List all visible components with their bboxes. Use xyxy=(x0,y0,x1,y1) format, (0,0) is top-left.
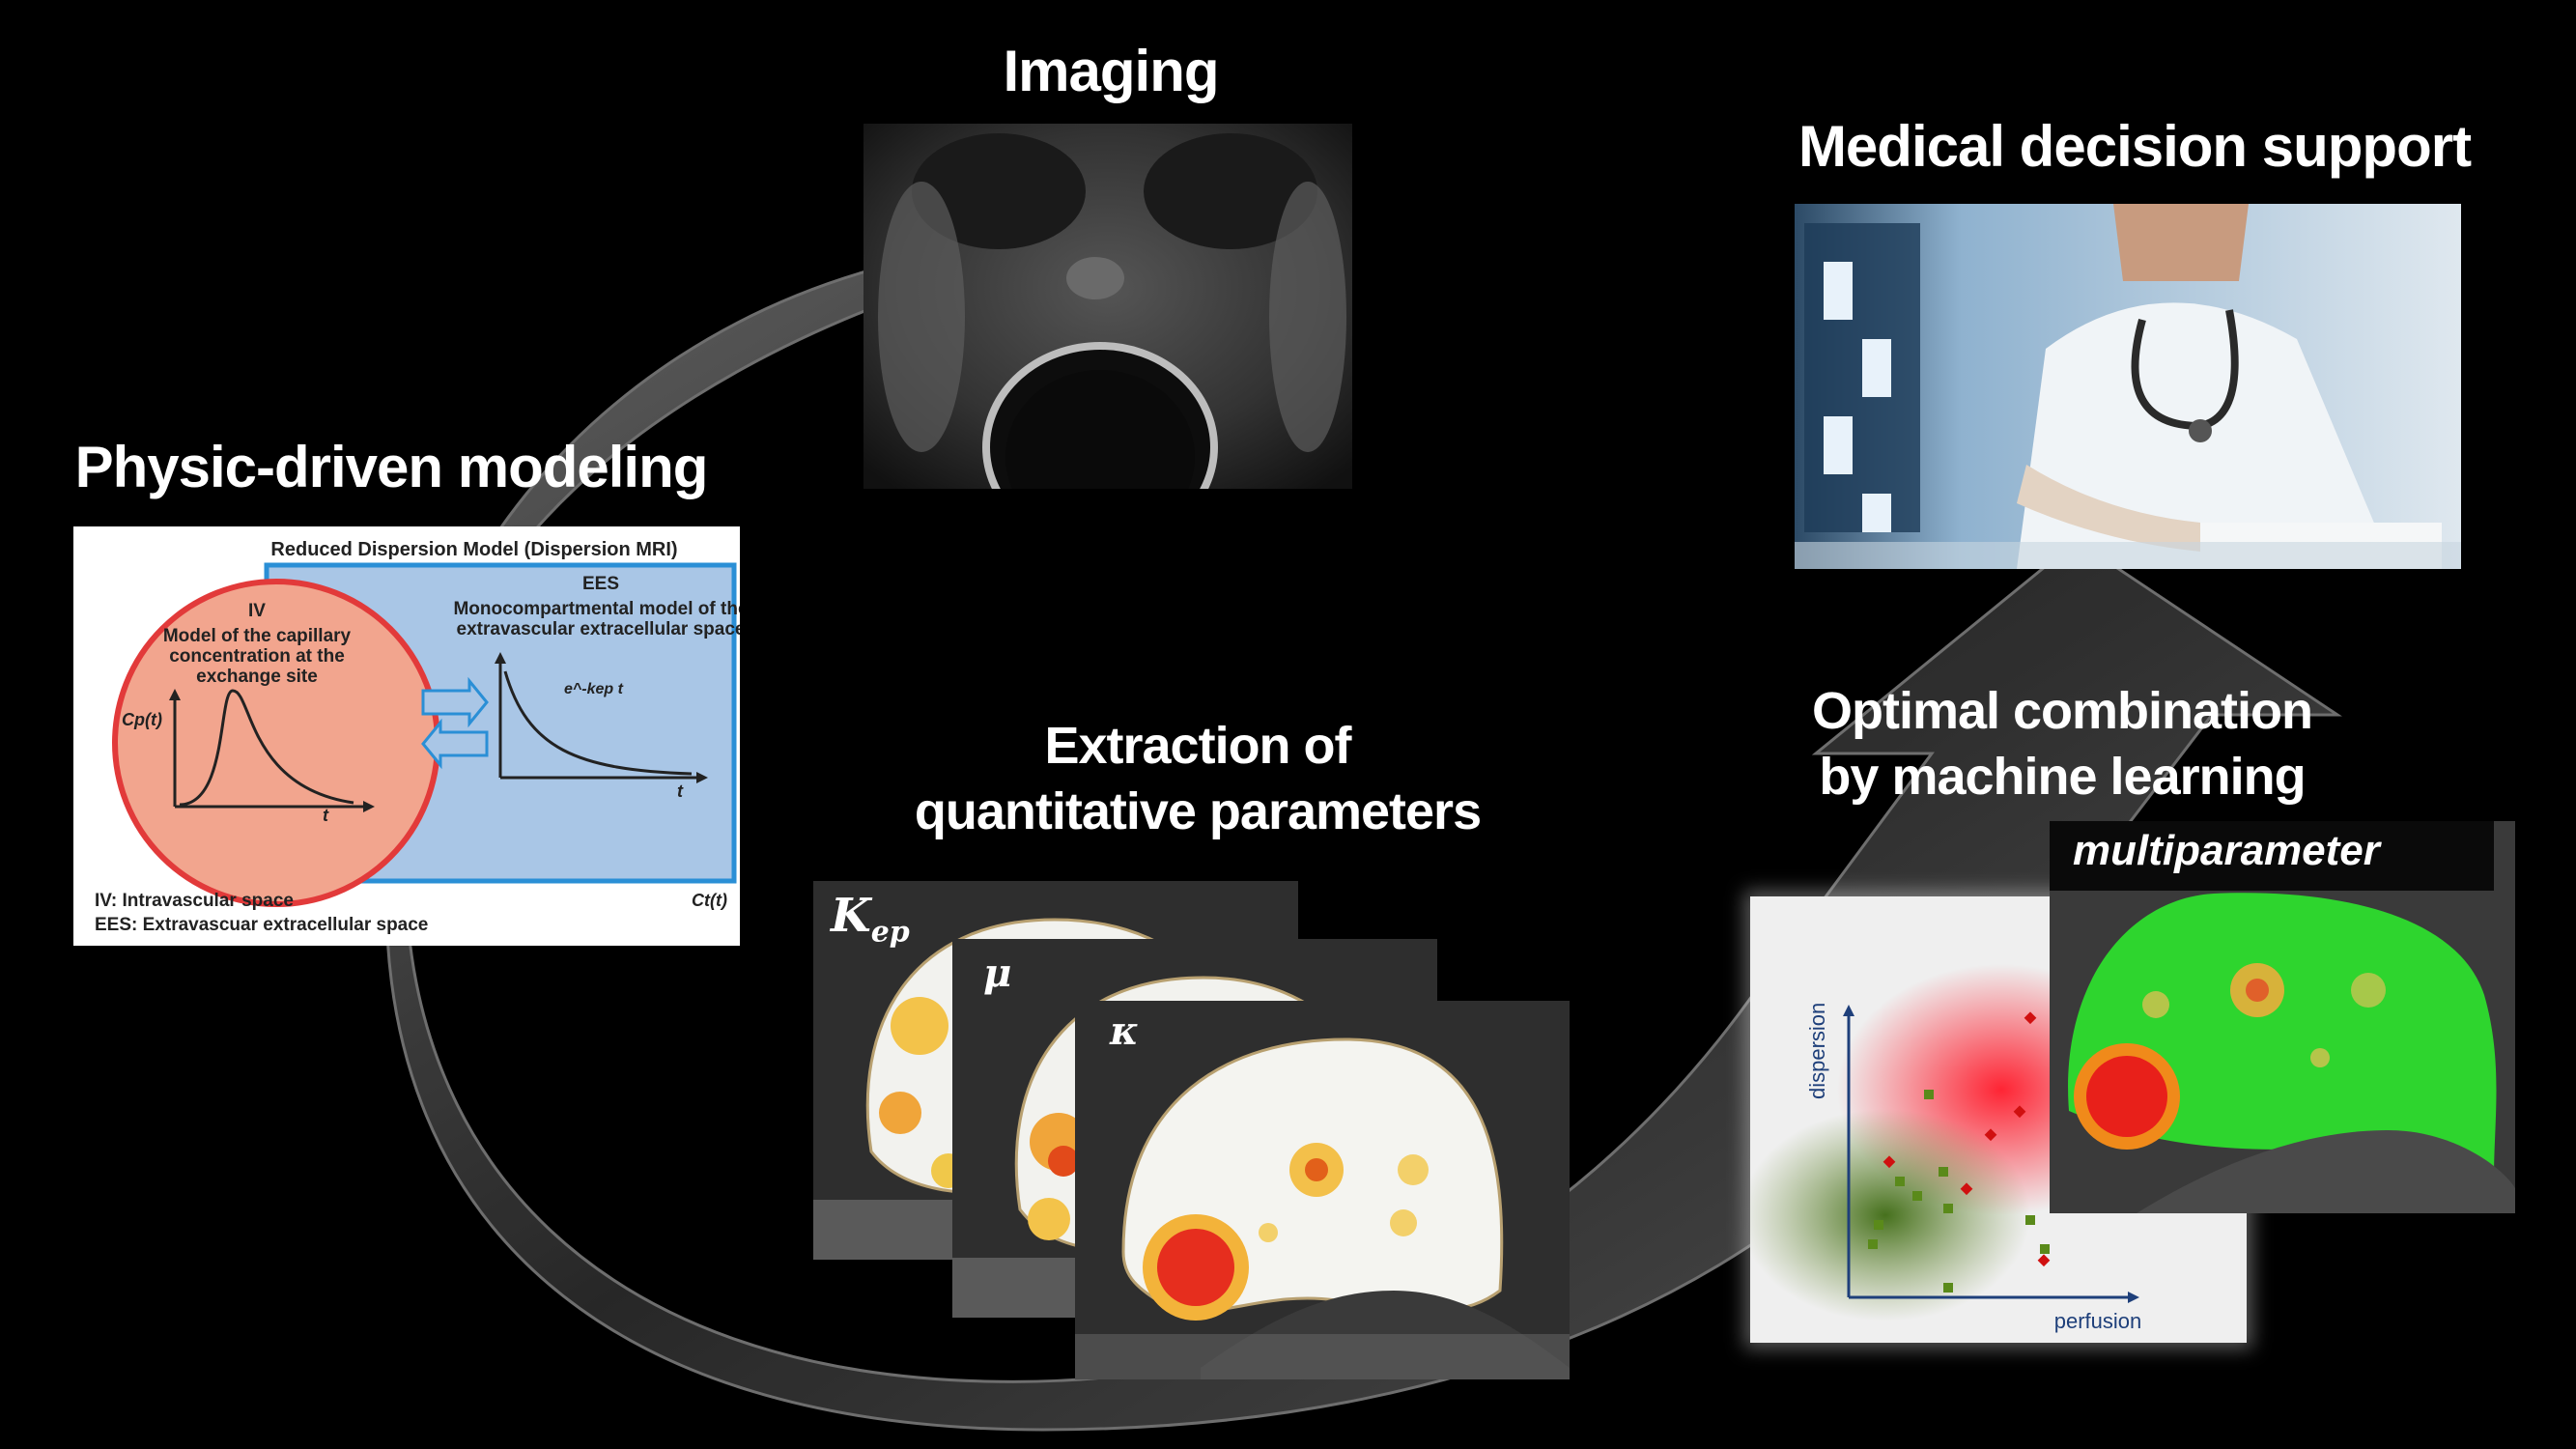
optimal-title-line1: Optimal combination xyxy=(1811,682,2313,740)
model-header: Reduced Dispersion Model (Dispersion MRI… xyxy=(270,539,677,560)
imaging-title: Imaging xyxy=(1003,39,1219,103)
iv-axis-t: t xyxy=(323,806,329,825)
kappa-label: κ xyxy=(1110,1009,1139,1054)
parameter-map-kappa: κ xyxy=(1075,1001,1570,1379)
ees-desc-2: extravascular extracellular space xyxy=(457,619,740,639)
ct-label: Ct(t) xyxy=(692,891,727,910)
optimal-title-line2: by machine learning xyxy=(1819,748,2306,806)
legend-ees: EES: Extravascuar extracellular space xyxy=(95,915,428,935)
ees-axis-t: t xyxy=(677,781,684,801)
red-points xyxy=(1882,1011,2051,1267)
ees-curve-label: e^-kep t xyxy=(564,681,624,697)
model-svg: Reduced Dispersion Model (Dispersion MRI… xyxy=(95,539,740,935)
iv-title: IV xyxy=(248,601,266,621)
cp-label: Cp(t) xyxy=(122,710,162,729)
green-cluster xyxy=(1750,1109,2030,1321)
exchange-arrow-left xyxy=(421,718,489,770)
iv-desc-3: exchange site xyxy=(196,667,318,687)
decision-title: Medical decision support xyxy=(1798,114,2472,179)
kep-label: Kep xyxy=(831,889,910,950)
legend-iv: IV: Intravascular space xyxy=(95,891,294,911)
green-points xyxy=(1868,1090,2050,1293)
dispersion-model-diagram: Reduced Dispersion Model (Dispersion MRI… xyxy=(73,526,740,946)
mu-label: μ xyxy=(983,951,1012,996)
modeling-title: Physic-driven modeling xyxy=(74,435,709,499)
extraction-title: Extraction of quantitative parameters xyxy=(908,713,1487,844)
extraction-title-line1: Extraction of xyxy=(1044,717,1351,775)
ees-desc-1: Monocompartmental model of the xyxy=(453,599,740,619)
optimal-title: Optimal combination by machine learning xyxy=(1777,678,2347,810)
exchange-arrow-right xyxy=(421,676,489,728)
y-axis-label: dispersion xyxy=(1805,1003,1829,1099)
extraction-title-line2: quantitative parameters xyxy=(914,782,1482,840)
multiparameter-map: multiparameter xyxy=(2050,821,2515,1213)
multiparameter-label: multiparameter xyxy=(2073,827,2380,874)
x-axis-label: perfusion xyxy=(2054,1309,2142,1333)
iv-desc-2: concentration at the xyxy=(169,646,345,667)
mri-image xyxy=(863,124,1352,489)
ees-title: EES xyxy=(582,574,619,594)
doctor-photo xyxy=(1795,204,2461,569)
iv-desc-1: Model of the capillary xyxy=(163,626,352,646)
